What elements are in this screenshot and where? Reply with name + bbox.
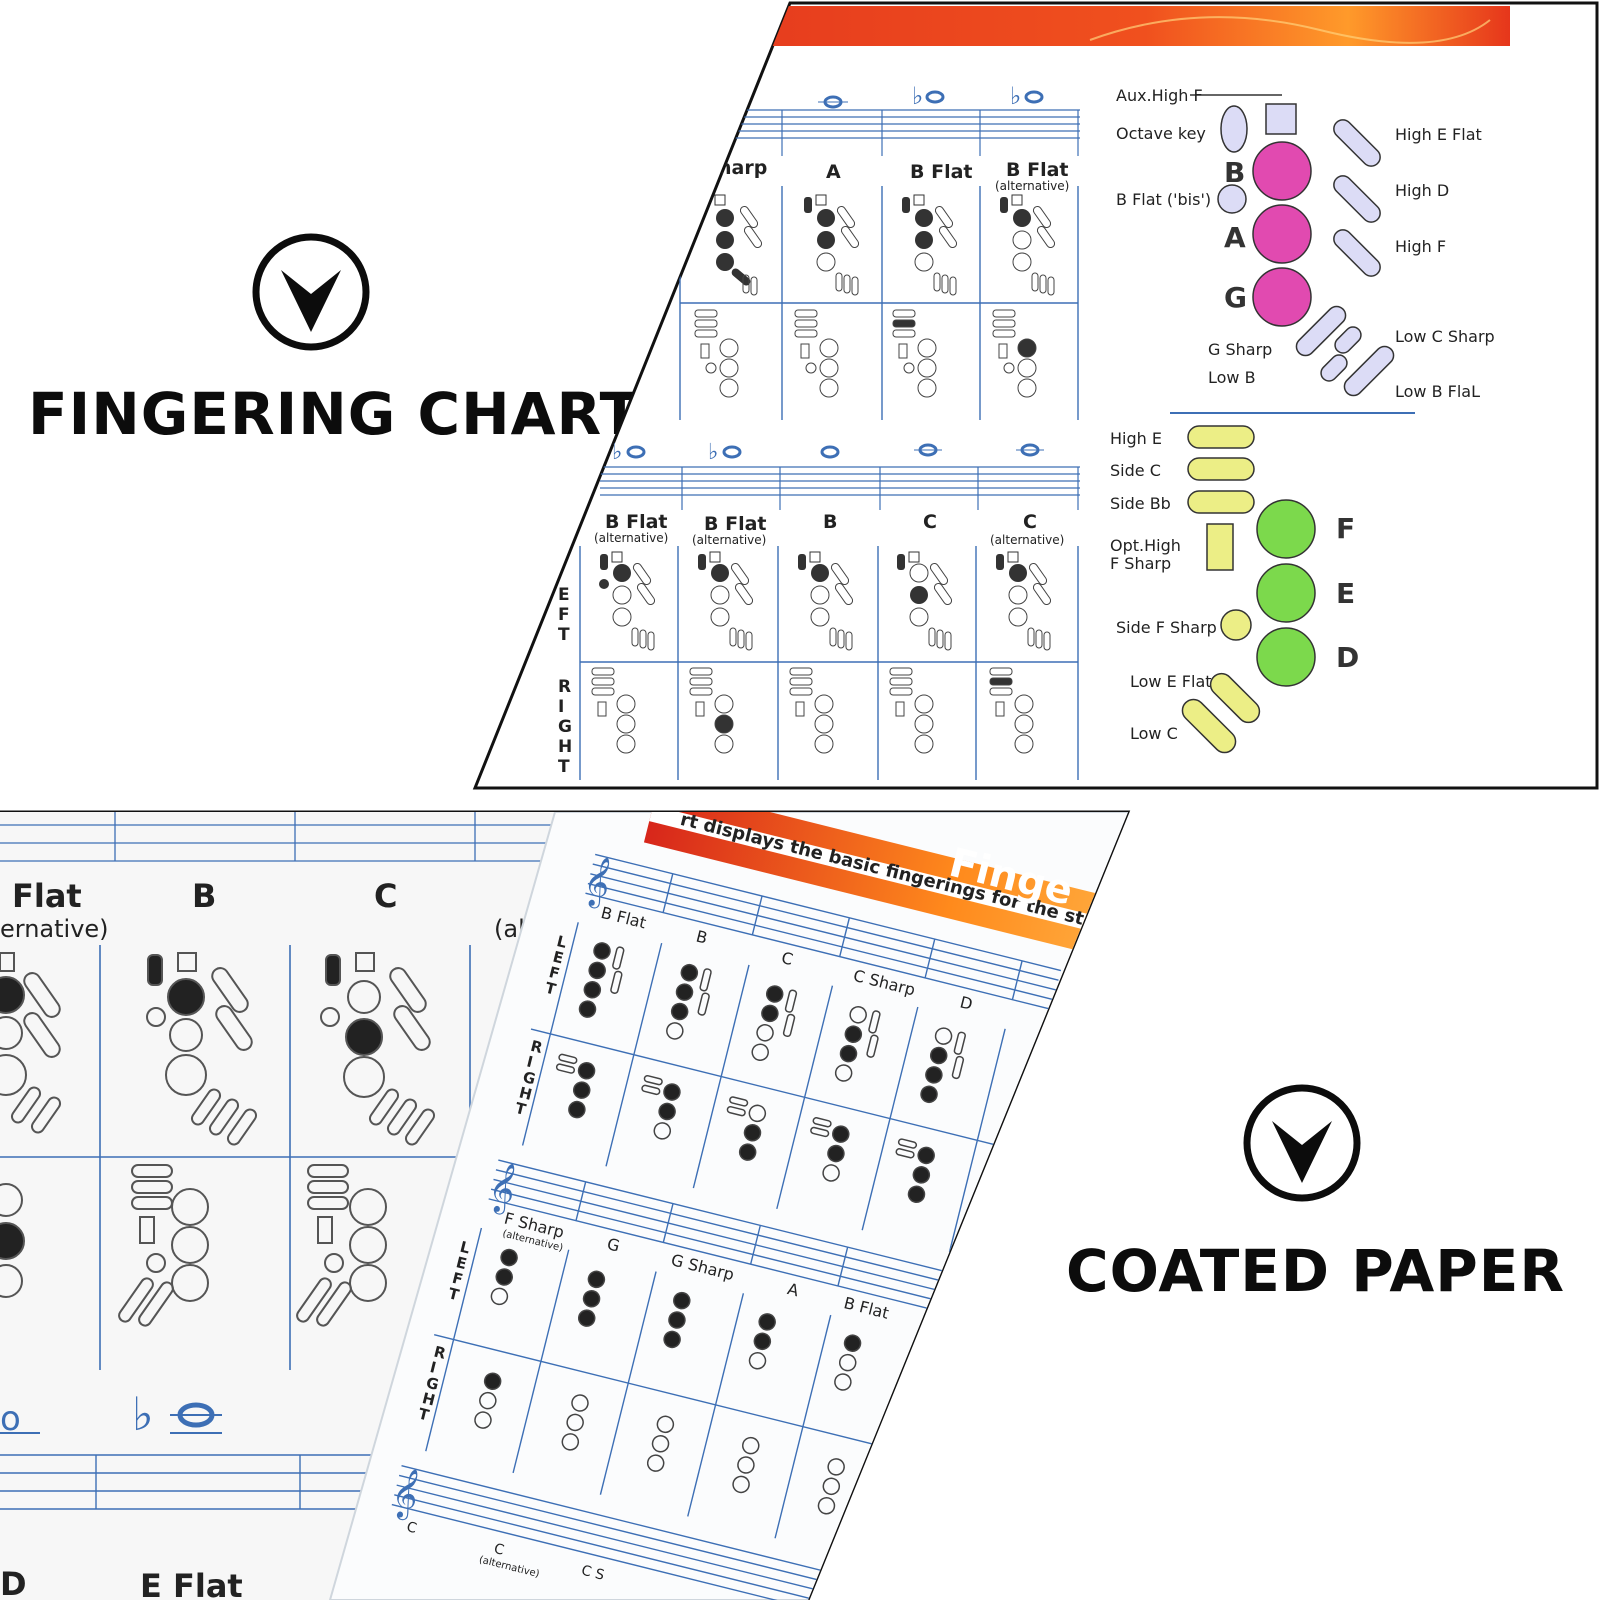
note-label: B	[823, 511, 837, 533]
staff-row2	[600, 466, 1080, 510]
note-label: B	[694, 927, 709, 948]
note-alt-label: ernative)	[0, 915, 109, 943]
svg-text:RIGHT: RIGHT	[558, 677, 572, 777]
top-banner	[700, 6, 1510, 46]
rotated-staff-1	[585, 853, 1062, 1011]
key-letter: E	[1336, 577, 1355, 610]
note-label: B	[192, 877, 216, 915]
fingering-grid-row2	[579, 546, 1079, 780]
legend-label: High E Flat	[1395, 125, 1482, 144]
legend-label: Side C	[1110, 461, 1161, 480]
rotated-diagrams-2	[474, 1248, 862, 1515]
legend-label: Low C Sharp	[1395, 327, 1495, 346]
rotated-grid-2	[425, 1227, 901, 1539]
note-label: B Flat	[910, 161, 973, 183]
note-label: B Flat	[605, 511, 668, 533]
rotated-staff-3	[391, 1465, 868, 1600]
note-label: C	[374, 877, 397, 915]
note-label: C	[492, 1541, 506, 1559]
fingering-grid-row1	[679, 186, 1079, 420]
fingering-chart-heading: FINGERING CHART	[28, 380, 641, 448]
legend-label: Low B	[1208, 368, 1256, 387]
rotated-diagrams-1	[555, 942, 966, 1203]
note-label: Flat	[12, 877, 82, 915]
legend-label: Side F Sharp	[1116, 618, 1217, 637]
bottom-photo: Flat ernative) B C (al	[0, 810, 1131, 1600]
legend-label: F Sharp	[1110, 554, 1171, 573]
legend-label: Low E Flat	[1130, 672, 1212, 691]
note-label: E Flat	[140, 1567, 243, 1600]
key-letter: D	[1336, 641, 1359, 674]
chevron-down-circle-icon	[252, 233, 370, 351]
note-label: A	[786, 1279, 801, 1300]
legend-label: B Flat ('bis')	[1116, 190, 1211, 209]
legend-label: High E	[1110, 429, 1162, 448]
note-label: harp	[718, 157, 767, 179]
note-label: D	[0, 1565, 27, 1600]
note-label: G	[605, 1234, 622, 1255]
rotated-grid-1	[521, 922, 1006, 1253]
svg-text:o: o	[0, 1399, 21, 1439]
legend-label: High F	[1395, 237, 1446, 256]
chevron-down-circle-icon	[1243, 1084, 1361, 1202]
coated-paper-heading: COATED PAPER	[1066, 1237, 1566, 1305]
left-hand-diagrams-row1	[714, 194, 1056, 296]
legend-label: High D	[1395, 181, 1449, 200]
legend-label: Octave key	[1116, 124, 1206, 143]
key-letter: A	[1224, 221, 1246, 254]
left-hand-diagrams-row2	[599, 551, 1052, 651]
rotated-staff-2	[488, 1159, 965, 1316]
top-chart-frame	[472, 1, 1599, 790]
top-fingering-chart: ♭ ♭ harp A B Flat B Flat (alternative)	[472, 1, 1599, 790]
legend-label: Low B FlaL	[1395, 382, 1480, 401]
key-letter: B	[1224, 156, 1245, 189]
legend-label: Aux.High F	[1116, 86, 1203, 105]
svg-text:♭: ♭	[1010, 82, 1021, 110]
svg-text:♭: ♭	[612, 440, 622, 465]
right-hand-diagrams-row2	[591, 667, 1034, 754]
staff-notes-row2: ♭ ♭	[612, 440, 1044, 465]
note-label: A	[826, 161, 841, 183]
rotated-right-label: RIGHT	[417, 1342, 449, 1425]
key-letter: G	[1224, 281, 1247, 314]
legend-label: G Sharp	[1208, 340, 1272, 359]
key-legend-lower: High E Side C Side Bb Opt.High F Sharp S…	[1110, 425, 1359, 754]
note-alt-label: (alternative)	[692, 533, 766, 547]
note-label: C	[405, 1519, 419, 1537]
right-hand-diagrams-row1	[694, 309, 1037, 398]
staff-notes-row1: ♭ ♭	[818, 82, 1044, 110]
key-legend-upper: Aux.High F Octave key B Flat ('bis') G S…	[1116, 86, 1495, 414]
note-label: C	[1023, 511, 1037, 533]
svg-text:♭: ♭	[132, 1387, 154, 1441]
note-alt-label: (alternative)	[995, 179, 1069, 193]
legend-label: Opt.High	[1110, 536, 1181, 555]
note-alt-label: (alternative)	[990, 533, 1064, 547]
rotated-right-label: RIGHT	[513, 1037, 545, 1120]
note-label: C S	[580, 1563, 606, 1584]
key-letter: F	[1336, 512, 1355, 545]
svg-text:♭: ♭	[912, 82, 923, 110]
zoomed-left-hand-diagrams	[0, 952, 436, 1146]
svg-text:♭: ♭	[708, 440, 718, 465]
note-label: B Flat	[704, 513, 767, 535]
note-label: D	[958, 992, 975, 1013]
note-label: B Flat	[1006, 159, 1069, 181]
note-label: C	[923, 511, 937, 533]
note-alt-label: (alternative)	[594, 531, 668, 545]
legend-label: Side Bb	[1110, 494, 1171, 513]
zoomed-right-hand-diagrams	[0, 1164, 387, 1327]
note-label: C	[780, 948, 795, 969]
legend-label: Low C	[1130, 724, 1178, 743]
